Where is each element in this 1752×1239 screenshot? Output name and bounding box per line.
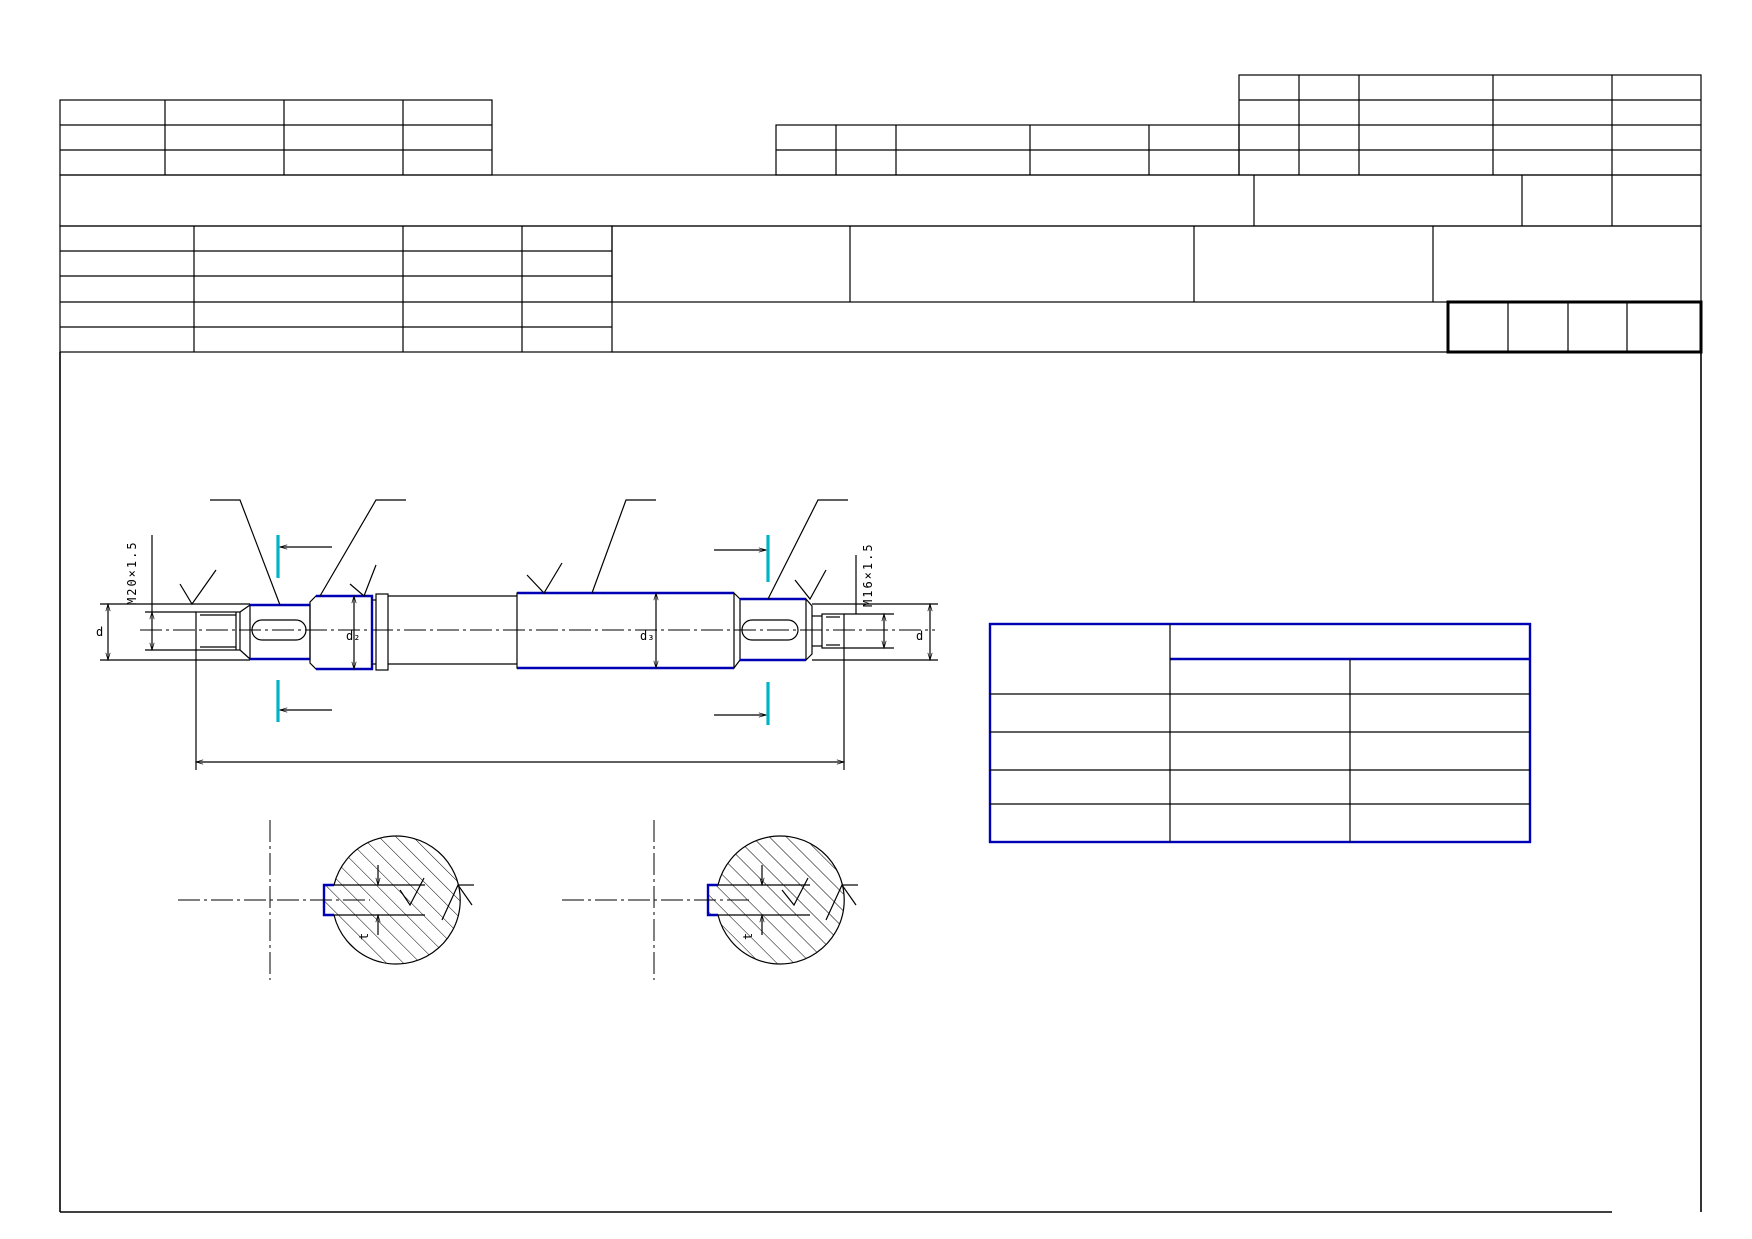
left-keyway-slot (251, 619, 307, 641)
dim-d3-label: d₃ (640, 629, 654, 643)
left-keyway-journal (239, 603, 311, 661)
dim-t-left-label: t (357, 933, 371, 940)
right-diameter-dimension (812, 555, 938, 662)
dim-d-left-label: d (96, 625, 103, 639)
right-thread (812, 613, 845, 649)
section-view-left: t (178, 820, 474, 980)
thread-right-label: M16×1.5 (861, 542, 875, 607)
overall-length-dimension (194, 648, 846, 770)
dim-d-right-label: d (916, 629, 923, 643)
left-diameter-dimension (100, 535, 250, 662)
sheet-number-boxes (1446, 300, 1703, 354)
dim-t-right-label: t (741, 933, 755, 940)
thread-left-label: M20×1.5 (125, 540, 139, 605)
section-view-right: t (562, 820, 858, 980)
header-lower-left-grid (59, 225, 613, 353)
header-table (59, 74, 1703, 354)
roughness-symbols (179, 562, 827, 606)
section-mark-right (714, 535, 770, 725)
leader-lines (210, 499, 848, 606)
shaft-main-view: d M20×1.5 d₂ d₃ d M16×1.5 (96, 499, 938, 770)
left-thread (195, 611, 241, 651)
section-mark-left (276, 535, 332, 722)
header-title-row (59, 174, 1702, 227)
header-right-grid (1238, 74, 1702, 176)
dim-d2-label: d₂ (346, 629, 360, 643)
header-left-grid (59, 99, 493, 176)
shoulder-d2 (309, 594, 374, 671)
right-keyway-slot (741, 619, 799, 641)
collar-ring (372, 593, 389, 671)
header-lower-right-grid (611, 225, 1702, 353)
main-journal-d3 (516, 591, 735, 670)
sheet-border (59, 352, 1702, 1213)
measurement-table (988, 622, 1532, 844)
plain-shaft-section (388, 595, 517, 665)
right-keyway-journal (733, 592, 813, 669)
header-center-grid (775, 124, 1240, 176)
